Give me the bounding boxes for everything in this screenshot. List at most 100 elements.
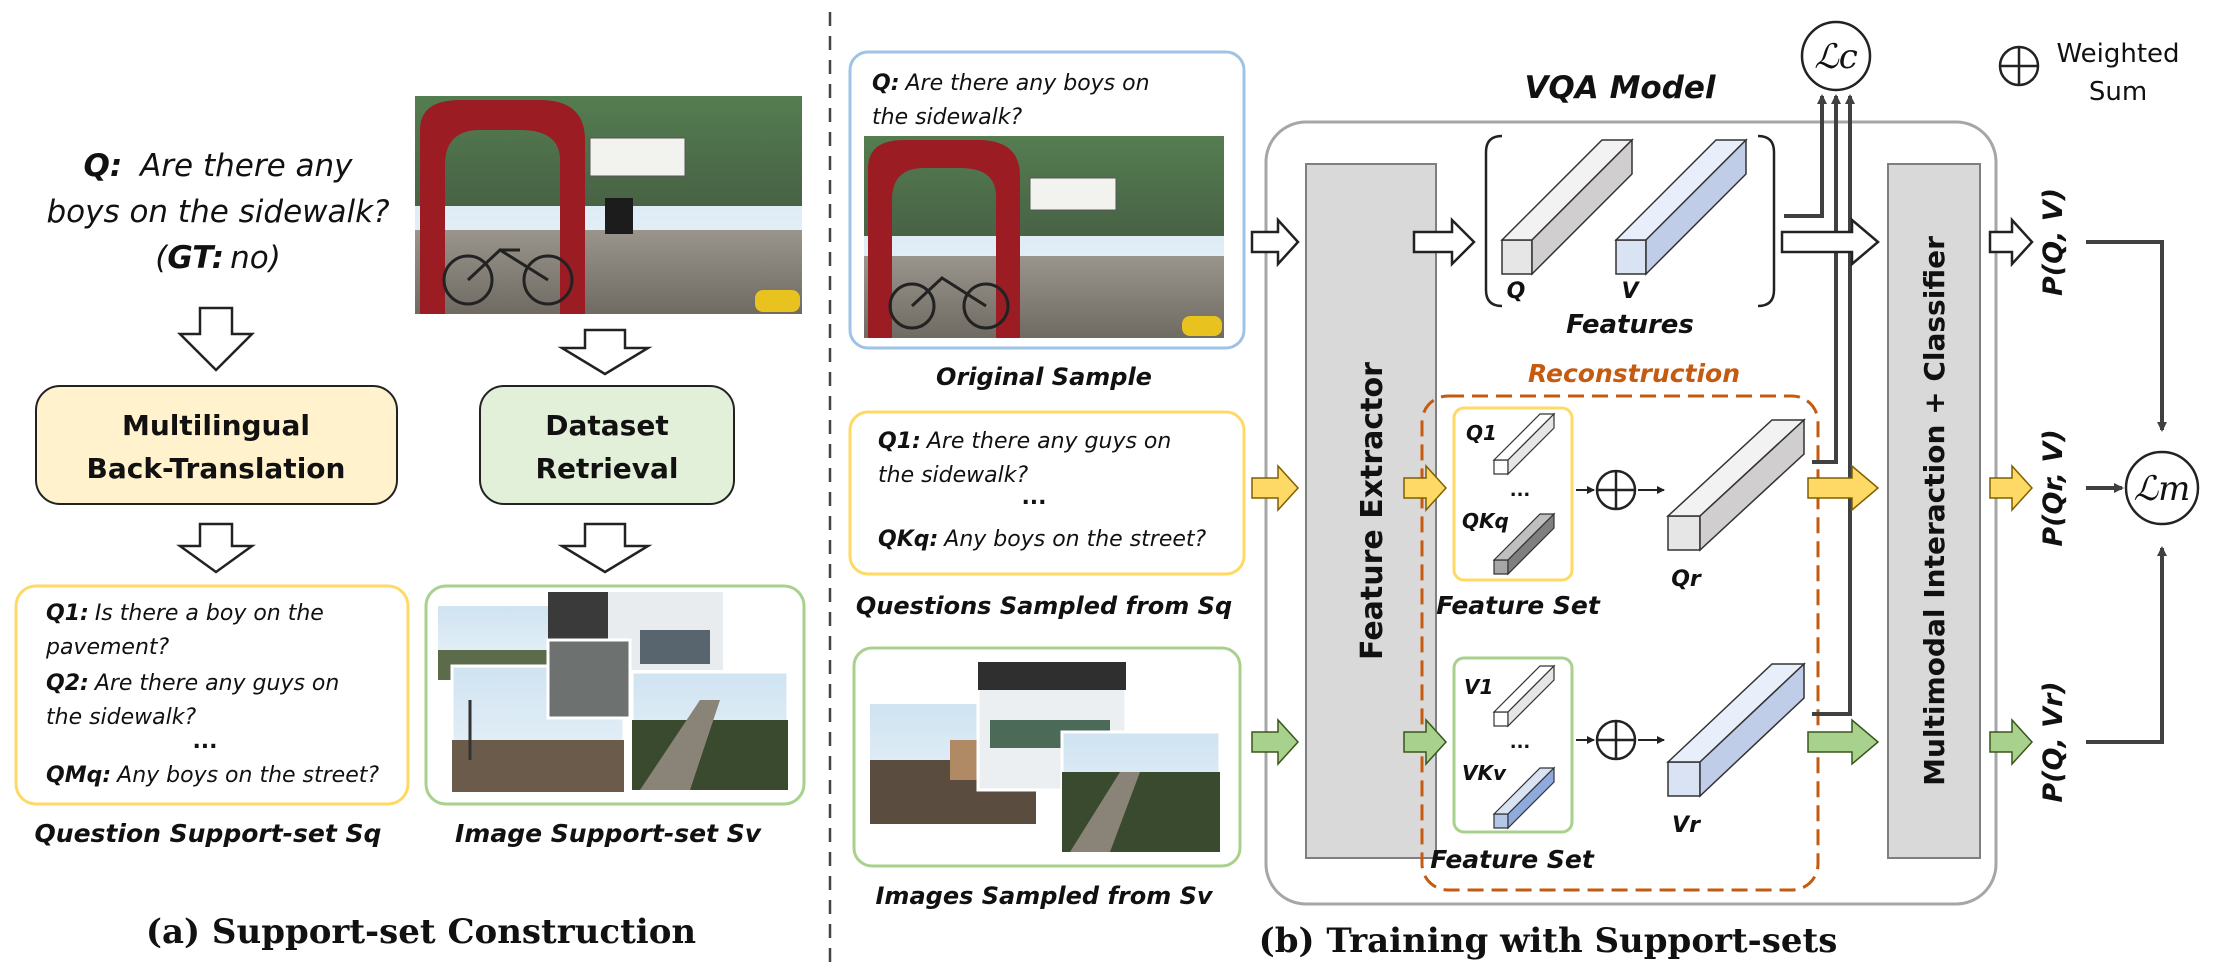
support-last-text: Any boys on the street? [115,763,379,788]
questions-sampled-caption: Questions Sampled from Sq [856,592,1232,620]
sampled-q1-label: Q1: [878,429,921,454]
contrastive-line-2 [1812,94,1841,464]
input-arrow-icon [1251,464,1300,512]
support-last-question: QMq:Any boys on the street? [46,763,379,788]
original-question-line1: Q: Are there any [83,148,353,184]
down-arrow-icon [176,306,256,372]
original-q-text: Are there any boys on [904,71,1150,96]
original-photo-b [864,136,1224,338]
reconstruction-box [1420,394,1820,892]
gt-open-paren: ( [155,240,169,276]
feature-v-cube [1614,138,1748,276]
image-feature-set-label: Feature Set [1430,845,1595,874]
master-loss-label: ℒm [2134,469,2191,509]
fs-v-dots: ... [1510,732,1531,753]
sampled-qk-text: Any boys on the street? [942,527,1206,552]
legend-line2: Sum [2089,77,2147,107]
ground-truth: (GT:no) [155,240,281,276]
support-q2-text: Are there any guys on [93,671,340,696]
sampled-qk-line: QKq:Any boys on the street? [878,527,1207,552]
arrow-icon [1780,217,1880,267]
contrastive-line-1 [1784,94,1827,218]
original-sample-question-line2: the sidewalk? [872,105,1022,130]
gt-close-paren: ) [267,240,281,276]
retrieval-box-line2: Retrieval [535,452,678,485]
question-support-set-box [14,584,410,806]
support-q2-line1: Q2:Are there any guys on [46,671,339,696]
support-q1-label: Q1: [46,601,89,626]
sampled-photo-2 [976,660,1128,792]
images-sampled-caption: Images Sampled from Sv [876,882,1214,910]
features-bracket-right [1757,134,1776,308]
original-q-label: Q: [872,71,900,96]
sampled-q1-text: Are there any guys on [925,429,1172,454]
vqa-model-container [1264,120,1998,906]
fs-qk-cube [1492,512,1556,576]
sampled-dots: ... [1021,485,1046,510]
fs-qk-label: QKq [1462,509,1509,533]
translation-box-line1: Multilingual [122,409,310,442]
support-q2-line2: the sidewalk? [46,705,196,730]
support-q1-line2: pavement? [45,635,170,660]
weighted-sum-v-icon [1595,719,1637,761]
arrow-icon [1807,464,1880,512]
sampled-questions-box [848,410,1246,576]
question-feature-set-label: Feature Set [1436,591,1601,620]
dataset-retrieval-box [479,385,735,505]
input-arrow-icon [1251,718,1300,766]
gt-label: GT: [167,240,224,276]
master-loss-line-3 [2086,546,2167,744]
arrow-icon [1412,216,1476,268]
sampled-qk-label: QKq: [878,527,938,552]
panel-a-title: (a) Support-set Construction [146,912,696,952]
fs-q1-label: Q1 [1466,421,1497,445]
image-support-set-caption: Image Support-set Sv [455,819,762,848]
original-question-line2: boys on the sidewalk? [46,194,389,230]
support-q1-text: Is there a boy on the [95,601,324,626]
output-arrow-icon [1989,464,2034,512]
original-photo-a [415,96,802,314]
original-sample-question-line1: Q:Are there any boys on [872,71,1150,96]
question-text-1: Are there any [138,148,353,184]
weighted-sum-q-icon [1595,469,1637,511]
fs-vk-cube [1492,766,1556,830]
support-photo-4 [546,638,632,720]
reconstruction-label: Reconstruction [1528,359,1740,388]
question-label: Q: [83,148,122,184]
master-loss-circle [2124,450,2200,526]
legend-line1: Weighted [2056,39,2179,69]
original-sample-caption: Original Sample [936,363,1152,391]
support-photo-5 [630,670,790,792]
down-arrow-icon [557,522,653,574]
feature-v-label: V [1621,279,1640,304]
classifier-label: Multimodal Interaction + Classifier [1918,236,1951,786]
support-q2-label: Q2: [46,671,89,696]
qr-label: Qr [1671,567,1702,592]
feature-q-label: Q [1507,279,1526,304]
fs-v1-cube [1492,664,1556,728]
contrastive-line-3 [1812,94,1855,716]
prob-q-v-label: P(Q, V) [2038,188,2069,296]
vr-label: Vr [1672,813,1701,838]
vqa-model-label: VQA Model [1524,70,1715,106]
weighted-sum-legend: Weighted Sum [1998,39,2180,107]
fs-v1-label: V1 [1464,675,1493,699]
fs-q1-cube [1492,412,1556,476]
gt-value: no [230,240,269,276]
features-bracket-left [1484,134,1503,308]
output-arrow-icon [1988,216,2034,268]
features-label: Features [1566,310,1694,340]
fs-q-dots: ... [1510,480,1531,501]
arrow-icon [1403,718,1448,766]
output-arrow-icon [1989,718,2034,766]
down-arrow-icon [176,522,256,574]
feature-extractor-label: Feature Extractor [1355,362,1390,660]
sampled-q1-line2: the sidewalk? [878,463,1028,488]
input-arrow-icon [1250,216,1300,268]
panel-b: Q:Are there any boys on the sidewalk? Or… [848,20,2200,961]
master-loss-line-1 [2086,240,2167,432]
arrow-icon [1403,464,1448,512]
multilingual-back-translation-box [35,385,398,505]
retrieval-box-line1: Dataset [545,409,668,442]
